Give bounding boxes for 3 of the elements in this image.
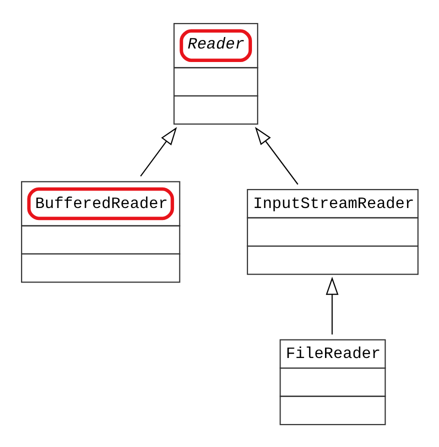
arrow xyxy=(254,126,298,185)
arrow xyxy=(140,127,177,177)
arrow xyxy=(326,276,338,334)
